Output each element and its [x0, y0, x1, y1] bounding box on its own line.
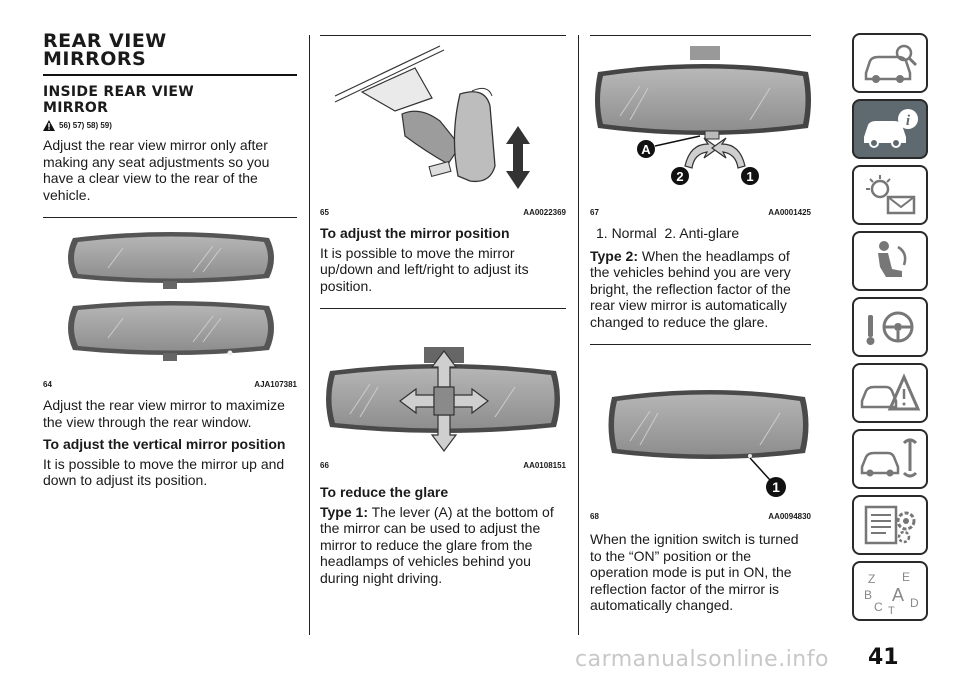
label-2-marker: 2 — [671, 167, 689, 185]
tab-breakdown[interactable] — [852, 363, 928, 423]
figure-66-code: AA0108151 — [523, 461, 566, 470]
index-letter-z: Z — [868, 572, 875, 586]
figure-64-code: AJA107381 — [254, 380, 297, 389]
page-number: 41 — [868, 645, 899, 670]
tab-index[interactable]: Z E B A C D T — [852, 561, 928, 621]
heading-mirror-position: To adjust the mirror position — [320, 225, 510, 241]
figure-65-code: AA0022369 — [523, 208, 566, 217]
title-rule — [43, 74, 297, 76]
car-info-icon: i — [864, 109, 918, 148]
figure-67-code: AA0001425 — [768, 208, 811, 217]
four-way-arrow-icon — [399, 350, 489, 452]
chapter-sidebar: i — [852, 33, 928, 627]
index-letter-e: E — [902, 570, 910, 584]
figure-67-legend: 1. Normal 2. Anti-glare — [596, 225, 740, 241]
watermark: carmanualsonline.info — [575, 647, 829, 672]
index-letter-d: D — [910, 596, 919, 610]
mirror-side-view — [401, 87, 496, 183]
technical-data-icon — [864, 505, 916, 545]
car-search-icon — [864, 44, 918, 83]
fig67-label-2: 2 — [676, 169, 683, 184]
figure-66-image — [326, 347, 560, 452]
figure-66-number: 66 — [320, 461, 329, 470]
mirror-lower — [68, 301, 274, 361]
figure-67: A 2 1 67 AA0001425 — [590, 35, 811, 217]
lever-arrows-icon — [684, 137, 746, 169]
index-letter-t: T — [888, 605, 895, 615]
steering-key-icon — [866, 311, 914, 345]
figure-66-caption: 66 AA0108151 — [320, 459, 566, 470]
tab-car-info[interactable]: i — [852, 99, 928, 159]
figure-65-image — [334, 45, 530, 189]
warning-lights-icon — [866, 175, 916, 215]
figure-67-image: A 2 1 — [595, 46, 811, 185]
figure-64: 64 AJA107381 — [43, 217, 297, 389]
figure-67-caption: 67 AA0001425 — [590, 206, 811, 217]
subsection-title: INSIDE REAR VIEW MIRROR — [43, 84, 194, 116]
fig67-label-1: 1 — [746, 169, 753, 184]
type2-text: When the headlamps of the vehicles behin… — [590, 247, 791, 330]
column-3: A 2 1 67 AA0001425 1. Normal 2. Anti-gla… — [590, 35, 811, 620]
figure-68-image: 1 — [608, 390, 809, 497]
label-1-sensor-marker: 1 — [749, 457, 786, 497]
figure-65-caption: 65 AA0022369 — [320, 206, 566, 217]
label-a-marker: A — [637, 135, 701, 158]
figure-68-caption: 68 AA0094830 — [590, 510, 811, 521]
svg-text:i: i — [906, 113, 911, 129]
label-1-marker: 1 — [741, 167, 759, 185]
index-letter-c: C — [874, 600, 883, 614]
type1-text: The lever (A) at the bottom of the mirro… — [320, 503, 554, 586]
col2-type1-paragraph: Type 1: The lever (A) at the bottom of t… — [320, 504, 566, 587]
column-divider-2 — [578, 35, 579, 635]
figure-68-code: AA0094830 — [768, 512, 811, 521]
column-1: REAR VIEW MIRRORS INSIDE REAR VIEW MIRRO… — [43, 30, 297, 495]
index-letter-a: A — [892, 585, 904, 605]
column-2: 65 AA0022369 To adjust the mirror positi… — [320, 35, 566, 592]
seat-safety-icon — [878, 241, 907, 277]
heading-reduce-glare: To reduce the glare — [320, 484, 449, 500]
fig68-label-1: 1 — [772, 479, 780, 495]
section-title: REAR VIEW MIRRORS — [43, 30, 167, 70]
tab-seat-safety[interactable] — [852, 231, 928, 291]
type1-lead: Type 1: — [320, 503, 368, 520]
heading-vertical-position: To adjust the vertical mirror position — [43, 436, 286, 452]
type2-lead: Type 2: — [590, 247, 638, 264]
tab-service[interactable] — [852, 429, 928, 489]
index-letter-b: B — [864, 588, 872, 602]
auto-dimming-mirror — [608, 390, 809, 459]
figure-65-number: 65 — [320, 208, 329, 217]
col1-paragraph-1: Adjust the rear view mirror only after m… — [43, 137, 270, 203]
vertical-arrow-icon — [506, 126, 530, 189]
windshield-mount — [334, 45, 445, 112]
figure-67-number: 67 — [590, 208, 599, 217]
col3-type2-paragraph: Type 2: When the headlamps of the vehicl… — [590, 248, 811, 331]
tab-technical-data[interactable] — [852, 495, 928, 555]
col3-last-paragraph: When the ignition switch is turned to th… — [590, 531, 799, 613]
figure-64-image — [68, 232, 274, 361]
warning-refs: 56) 57) 58) 59) — [43, 120, 297, 131]
figure-68-number: 68 — [590, 512, 599, 521]
tab-warning-lights[interactable] — [852, 165, 928, 225]
mirror-with-lever — [595, 46, 811, 140]
breakdown-triangle-icon — [860, 373, 921, 411]
figure-65: 65 AA0022369 — [320, 35, 566, 217]
col1-paragraph-3: It is possible to move the mirror up and… — [43, 455, 285, 489]
index-alphabet-icon: Z E B A C D T — [864, 570, 919, 615]
warning-icon — [43, 120, 55, 131]
mirror-upper — [68, 232, 274, 289]
figure-64-number: 64 — [43, 380, 52, 389]
tab-steering-key[interactable] — [852, 297, 928, 357]
warning-refs-text: 56) 57) 58) 59) — [59, 121, 112, 130]
figure-66: 66 AA0108151 — [320, 308, 566, 470]
fig67-label-a: A — [641, 142, 651, 157]
service-wrench-icon — [860, 438, 918, 478]
col2-paragraph-1: It is possible to move the mirror up/dow… — [320, 244, 529, 294]
figure-68: 1 68 AA0094830 — [590, 344, 811, 521]
tab-car-search[interactable] — [852, 33, 928, 93]
col1-paragraph-2: Adjust the rear view mirror to maximize … — [43, 397, 285, 430]
figure-64-caption: 64 AJA107381 — [43, 378, 297, 389]
column-divider-1 — [309, 35, 310, 635]
